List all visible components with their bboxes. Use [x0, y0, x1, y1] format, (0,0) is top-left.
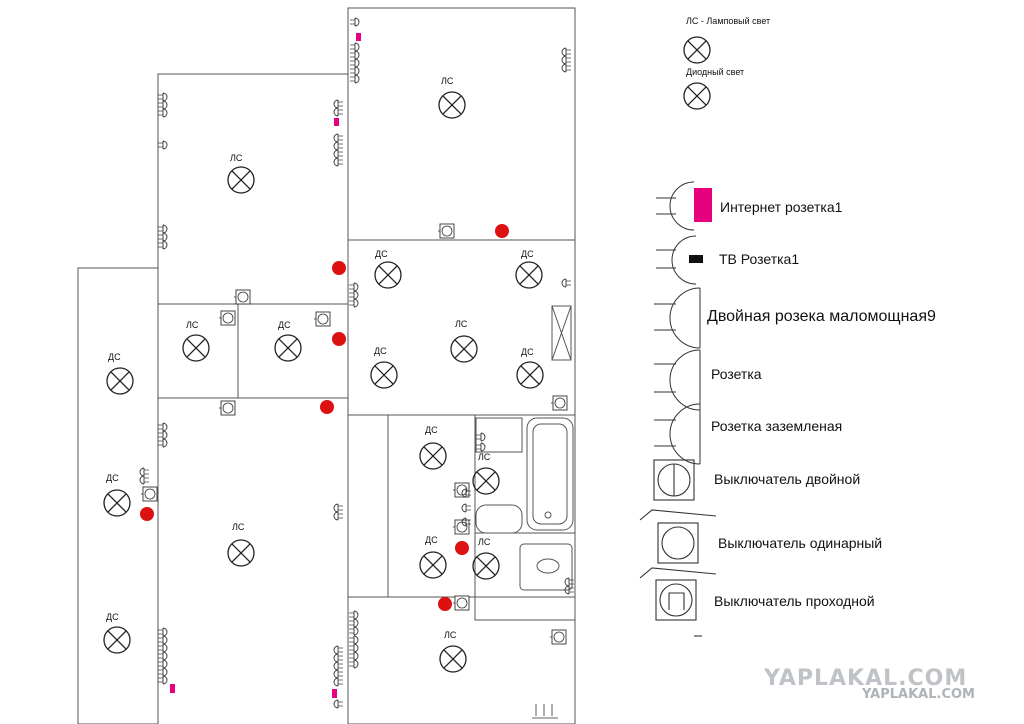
light-fixture: [374, 261, 402, 289]
light-fixture: [419, 442, 447, 470]
legend-switch-single-label: Выключатель одинарный: [718, 535, 883, 551]
double-socket-icon: [654, 287, 701, 349]
legend-grounded-socket-label: Розетка заземленая: [711, 418, 843, 434]
junction-boxes: [140, 224, 509, 611]
light-fixture: [419, 551, 447, 579]
junction-box: [455, 541, 469, 555]
tv-socket-icon: [656, 235, 703, 285]
socket-icon: [654, 349, 701, 411]
light-fixture: [472, 467, 500, 495]
lamp-light-label: ЛС: [441, 76, 454, 86]
diode-light-label: ДС: [108, 352, 121, 362]
light-fixture: [439, 645, 467, 673]
lamp-light-label: ЛС: [186, 320, 199, 330]
junction-box: [332, 261, 346, 275]
diode-light-label: ДС: [425, 425, 438, 435]
grounded-socket-icon: [654, 403, 701, 465]
diode-light-label: ДС: [521, 249, 534, 259]
switch: [452, 519, 470, 535]
switch: [452, 595, 470, 611]
switch: [140, 486, 158, 502]
light-fixture: [227, 539, 255, 567]
light-fixture: [182, 334, 210, 362]
single-switch-icon: [639, 509, 717, 564]
diode-light-label: ДС: [278, 320, 291, 330]
switch: [549, 629, 567, 645]
light-fixture: [106, 367, 134, 395]
legend-tv-label: ТВ Розетка1: [719, 251, 800, 267]
double-switch-icon: [653, 459, 695, 501]
diode-light-label: ДС: [425, 535, 438, 545]
lamp-light-label: ЛС: [478, 452, 491, 462]
legend-lamp-label: ЛС - Ламповый свет: [686, 16, 771, 26]
junction-box: [320, 400, 334, 414]
light-fixture: [516, 361, 544, 389]
junction-box: [438, 597, 452, 611]
internet-sockets: [170, 33, 361, 698]
legend-double-socket-label: Двойная розека маломощная9: [707, 308, 936, 325]
light-fixture: [370, 361, 398, 389]
light-fixture: [103, 626, 131, 654]
wall-sockets: [139, 17, 575, 709]
internet-socket-icon: [656, 181, 712, 231]
lamp-light-label: ЛС: [444, 630, 457, 640]
junction-box: [495, 224, 509, 238]
switch: [313, 311, 331, 327]
lamp-light-label: ЛС: [455, 319, 468, 329]
legend-switch-double-label: Выключатель двойной: [714, 471, 861, 487]
diode-light-icon: [683, 82, 711, 110]
lamp-light-label: ЛС: [478, 537, 491, 547]
light-fixture: [472, 552, 500, 580]
legend-diode-label: Диодный свет: [686, 67, 745, 77]
diode-light-label: ДС: [375, 249, 388, 259]
watermark-sub: YAPLAKAL.COM: [862, 687, 975, 702]
light-fixtures: [103, 91, 544, 673]
watermark-main: YAPLAKAL.COM: [764, 666, 968, 691]
lamp-light-label: ЛС: [230, 153, 243, 163]
light-fixture: [274, 334, 302, 362]
switch: [437, 223, 455, 239]
diode-light-label: ДС: [374, 346, 387, 356]
diode-light-label: ДС: [106, 473, 119, 483]
legend-symbols: [639, 36, 717, 637]
legend-socket-label: Розетка: [711, 366, 762, 382]
light-fixture: [515, 261, 543, 289]
junction-box: [332, 332, 346, 346]
switch: [550, 395, 568, 411]
light-fixture: [438, 91, 466, 119]
switch: [218, 400, 236, 416]
switch: [233, 289, 251, 305]
legend-switch-pass-label: Выключатель проходной: [714, 593, 875, 609]
lamp-light-icon: [683, 36, 711, 64]
switch: [218, 310, 236, 326]
junction-box: [140, 507, 154, 521]
diode-light-label: ДС: [521, 347, 534, 357]
diode-light-label: ДС: [106, 612, 119, 622]
light-fixture: [227, 166, 255, 194]
light-fixture: [103, 489, 131, 517]
legend-internet-label: Интернет розетка1: [720, 199, 843, 215]
light-fixture: [450, 335, 478, 363]
walls: [77, 7, 576, 724]
lamp-light-label: ЛС: [232, 522, 245, 532]
pass-switch-icon: [639, 567, 717, 637]
